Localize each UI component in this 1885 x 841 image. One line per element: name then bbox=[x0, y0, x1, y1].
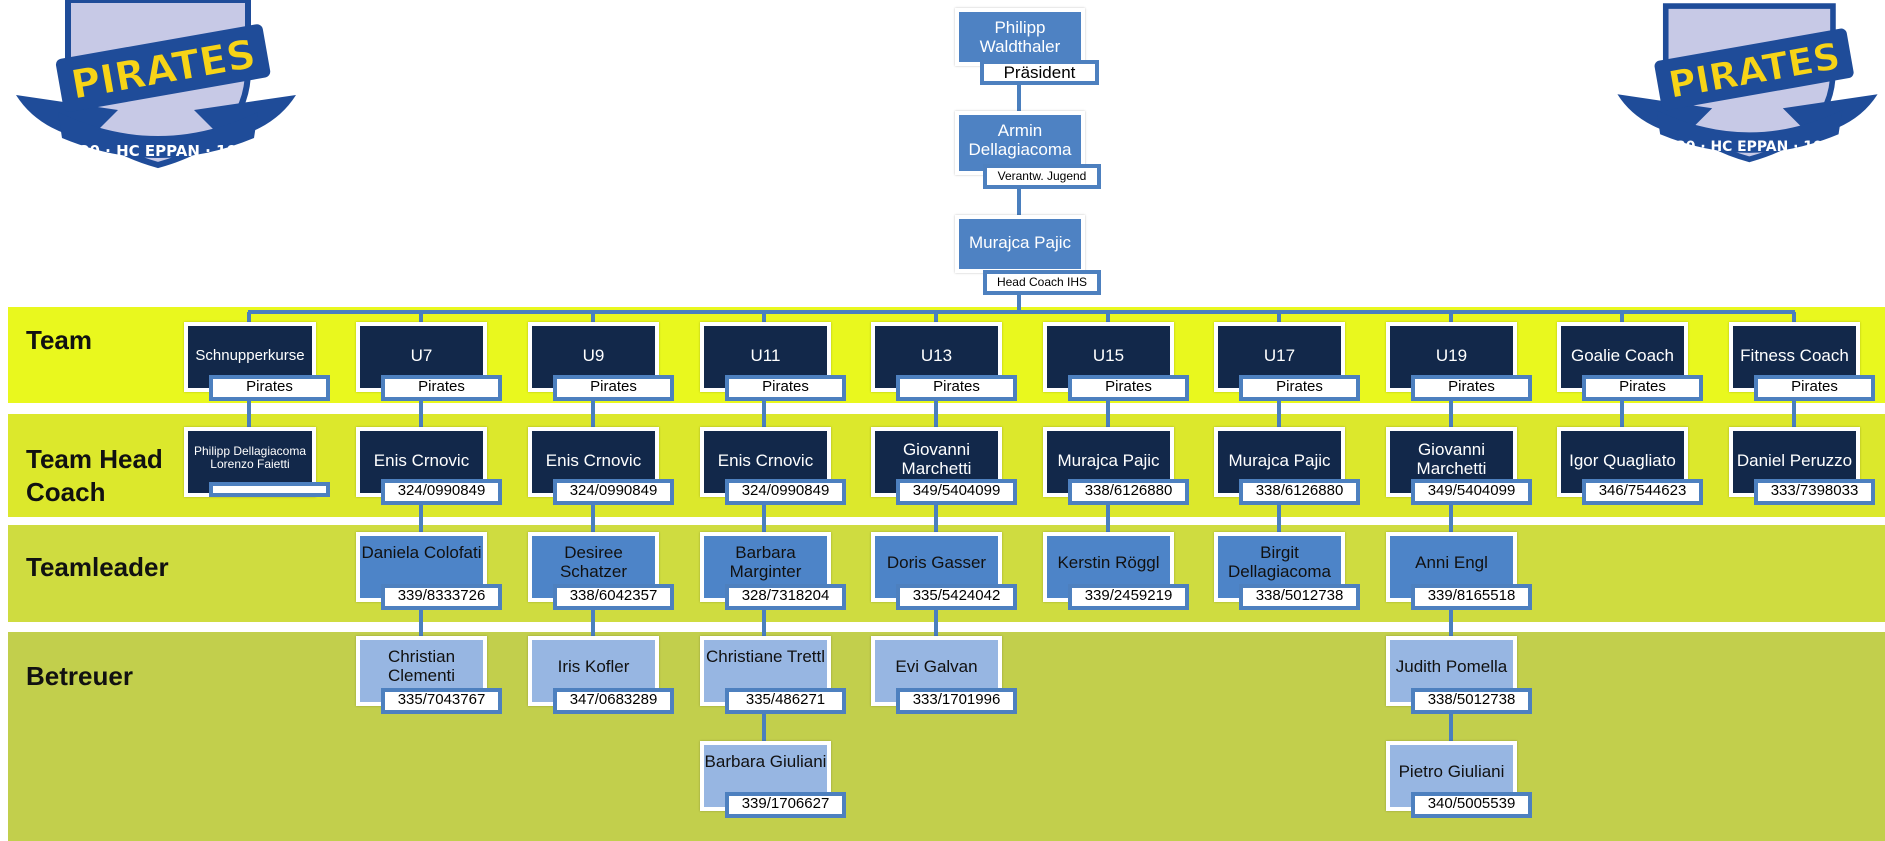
coach-phone-tag: 324/0990849 bbox=[553, 479, 674, 505]
betreuer-phone-tag: 338/5012738 bbox=[1411, 688, 1532, 714]
node-name: Murajca Pajic bbox=[1057, 451, 1160, 470]
teamleader-phone-tag: 338/5012738 bbox=[1239, 584, 1360, 610]
node-name: U9 bbox=[582, 346, 605, 365]
team-tag: Pirates bbox=[1068, 375, 1189, 401]
node-name: Schnupperkurse bbox=[195, 347, 305, 364]
node-president: Philipp Waldthaler bbox=[955, 8, 1085, 66]
node-name: Barbara Marginter bbox=[729, 543, 802, 582]
node-name: Philipp Dellagiacoma Lorenzo Faietti bbox=[193, 444, 307, 472]
teamleader-phone-tag: 335/5424042 bbox=[896, 584, 1017, 610]
team-tag: Pirates bbox=[381, 375, 502, 401]
coach-phone-tag: 338/6126880 bbox=[1068, 479, 1189, 505]
node-name: U17 bbox=[1263, 346, 1296, 365]
row-label-teamleader: Teamleader bbox=[26, 552, 169, 582]
node-name: Daniela Colofati bbox=[361, 543, 482, 562]
betreuer-phone-tag: 347/0683289 bbox=[553, 688, 674, 714]
node-name: Judith Pomella bbox=[1395, 657, 1508, 676]
team-tag: Pirates bbox=[725, 375, 846, 401]
row-label-team-head-coach: Team Head Coach bbox=[26, 444, 163, 507]
node-name: Christiane Trettl bbox=[705, 647, 826, 666]
node-name: Kerstin Röggl bbox=[1057, 553, 1160, 572]
node-name: Desiree Schatzer bbox=[559, 543, 628, 582]
teamleader-phone-tag: 328/7318204 bbox=[725, 584, 846, 610]
coach-phone-tag: 338/6126880 bbox=[1239, 479, 1360, 505]
node-name: U7 bbox=[410, 346, 433, 365]
team-tag: Pirates bbox=[553, 375, 674, 401]
team-tag: Pirates bbox=[1411, 375, 1532, 401]
node-name: Fitness Coach bbox=[1740, 346, 1849, 365]
betreuer-phone-tag: 339/1706627 bbox=[725, 792, 846, 818]
svg-text:20 · HC EPPAN · 10: 20 · HC EPPAN · 10 bbox=[79, 142, 237, 160]
coach-phone-tag: 324/0990849 bbox=[725, 479, 846, 505]
node-name: Daniel Peruzzo bbox=[1736, 451, 1853, 470]
node-name: Enis Crnovic bbox=[373, 451, 470, 470]
coach-node-fitness-coach: Daniel Peruzzo bbox=[1729, 427, 1860, 497]
node-name: Doris Gasser bbox=[886, 553, 987, 572]
node-name: Pietro Giuliani bbox=[1398, 762, 1505, 781]
node-name: Barbara Giuliani bbox=[704, 752, 827, 771]
team-tag: Pirates bbox=[1239, 375, 1360, 401]
pirates-logo-right: PIRATES 20 · HC EPPAN · 10 bbox=[1617, 3, 1878, 163]
node-name: Igor Quagliato bbox=[1569, 451, 1676, 470]
teamleader-phone-tag: 339/8165518 bbox=[1411, 584, 1532, 610]
teamleader-phone-tag: 339/2459219 bbox=[1068, 584, 1189, 610]
teamleader-phone-tag: 339/8333726 bbox=[381, 584, 502, 610]
node-name: Philipp Waldthaler bbox=[979, 18, 1061, 57]
node-name: Armin Dellagiacoma bbox=[968, 121, 1072, 160]
team-tag: Pirates bbox=[1582, 375, 1703, 401]
row-label-team: Team bbox=[26, 325, 92, 355]
node-name: Murajca Pajic bbox=[968, 233, 1072, 252]
node-name: Enis Crnovic bbox=[717, 451, 814, 470]
teamleader-phone-tag: 338/6042357 bbox=[553, 584, 674, 610]
coach-phone-tag: 324/0990849 bbox=[381, 479, 502, 505]
node-name: U19 bbox=[1435, 346, 1468, 365]
node-name: Giovanni Marchetti bbox=[1416, 440, 1487, 479]
node-name: Iris Kofler bbox=[557, 657, 630, 676]
node-name: Evi Galvan bbox=[895, 657, 978, 676]
node-name: U15 bbox=[1092, 346, 1125, 365]
coach-phone-tag: 349/5404099 bbox=[1411, 479, 1532, 505]
node-name: U13 bbox=[920, 346, 953, 365]
node-name: Birgit Dellagiacoma bbox=[1228, 543, 1331, 582]
coach-phone-tag: 346/7544623 bbox=[1582, 479, 1703, 505]
tag-president: Präsident bbox=[980, 60, 1099, 85]
row-label-betreuer: Betreuer bbox=[26, 661, 133, 691]
betreuer-phone-tag: 333/1701996 bbox=[896, 688, 1017, 714]
betreuer-phone-tag: 340/5005539 bbox=[1411, 792, 1532, 818]
node-name: Goalie Coach bbox=[1570, 346, 1674, 365]
coach-node-u11: Enis Crnovic bbox=[700, 427, 831, 497]
node-name: Christian Clementi bbox=[387, 647, 456, 686]
betreuer-phone-tag: 335/486271 bbox=[725, 688, 846, 714]
node-name: Enis Crnovic bbox=[545, 451, 642, 470]
node-head-coach: Murajca Pajic bbox=[955, 215, 1085, 273]
coach-phone-tag: 349/5404099 bbox=[896, 479, 1017, 505]
team-tag: Pirates bbox=[1754, 375, 1875, 401]
coach-phone-tag: 333/7398033 bbox=[1754, 479, 1875, 505]
svg-text:20 · HC EPPAN · 10: 20 · HC EPPAN · 10 bbox=[1676, 139, 1823, 155]
team-tag: Pirates bbox=[896, 375, 1017, 401]
tag-head-coach: Head Coach IHS bbox=[983, 270, 1101, 295]
betreuer-phone-tag: 335/7043767 bbox=[381, 688, 502, 714]
pirates-logo-left: PIRATES 20 · HC EPPAN · 10 bbox=[16, 0, 296, 169]
node-name: Giovanni Marchetti bbox=[901, 440, 972, 479]
node-name: U11 bbox=[750, 346, 781, 365]
tag-youth-manager: Verantw. Jugend bbox=[983, 164, 1101, 189]
coach-tag-empty bbox=[209, 482, 330, 497]
node-name: Anni Engl bbox=[1415, 553, 1488, 572]
team-tag: Pirates bbox=[209, 375, 330, 401]
node-name: Murajca Pajic bbox=[1228, 451, 1331, 470]
